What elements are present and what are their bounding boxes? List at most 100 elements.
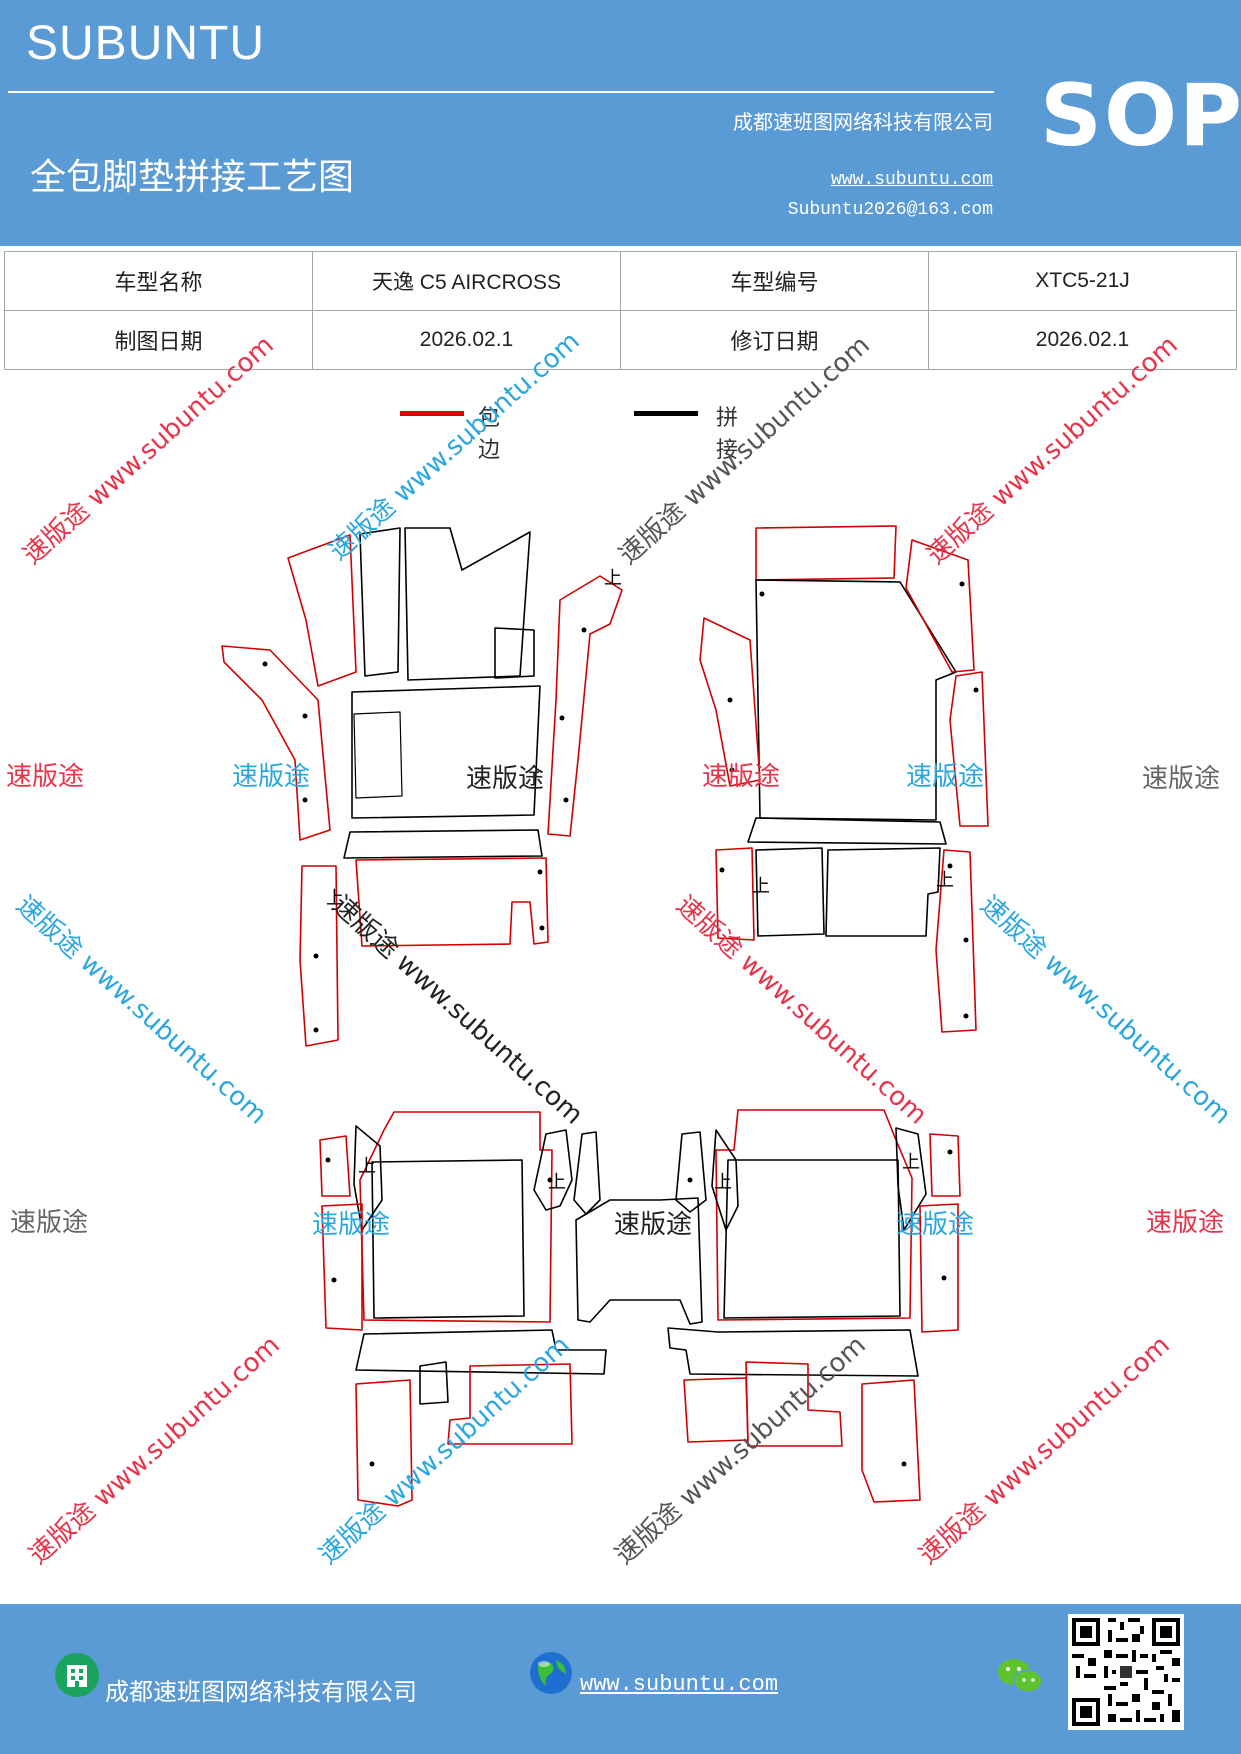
watermark-brand: 速版途	[1142, 764, 1221, 794]
mat-piece	[699, 617, 761, 787]
up-mark: 上	[604, 568, 622, 589]
up-mark: 上	[548, 1172, 566, 1193]
header-divider	[8, 91, 994, 93]
model-code-value: XTC5-21J	[928, 251, 1237, 311]
mat-piece	[353, 1125, 383, 1231]
model-name-label: 车型名称	[4, 251, 313, 311]
mat-piece	[919, 1203, 959, 1333]
mat-piece	[755, 847, 825, 937]
mat-piece	[319, 1135, 351, 1197]
mat-piece	[861, 1379, 921, 1503]
mat-piece	[287, 534, 357, 687]
watermark-brand: 速版途	[614, 1210, 693, 1240]
model-name-value: 天逸 C5 AIRCROSS	[312, 251, 621, 311]
mat-piece	[723, 1159, 901, 1319]
mat-piece	[353, 711, 403, 799]
up-marks: 上 上 上 上 上 上 上 上	[326, 568, 954, 1193]
draw-date-value: 2026.02.1	[312, 310, 621, 370]
seam-swatch	[634, 411, 698, 416]
mat-piece	[355, 1379, 413, 1507]
watermark-brand: 速版途	[312, 1210, 391, 1240]
website-link[interactable]: www.subuntu.com	[830, 170, 993, 190]
footer-website-link[interactable]: www.subuntu.com	[580, 1672, 779, 1697]
mat-piece	[675, 1131, 707, 1213]
mat-piece	[895, 1127, 927, 1231]
mat-piece	[667, 1327, 919, 1377]
mat-piece	[221, 645, 331, 841]
watermark-brand: 速版途	[906, 762, 985, 792]
up-mark: 上	[358, 1156, 376, 1177]
mat-piece	[573, 1131, 601, 1215]
hole-marks	[325, 1157, 553, 1467]
mat-piece	[949, 671, 989, 827]
mat-piece	[404, 527, 531, 681]
up-mark: 上	[752, 876, 770, 897]
mat-piece	[745, 1361, 843, 1447]
edge-swatch	[400, 411, 464, 416]
globe-icon	[530, 1652, 572, 1694]
email-address[interactable]: Subuntu2026@163.com	[787, 200, 993, 220]
mat-piece	[359, 1111, 553, 1323]
up-mark: 上	[902, 1152, 920, 1173]
mat-piece	[935, 849, 977, 1033]
draw-date-label: 制图日期	[4, 310, 313, 370]
mat-piece	[355, 1329, 607, 1375]
up-mark: 上	[714, 1172, 732, 1193]
mat-piece	[929, 1133, 961, 1197]
mat-piece	[355, 857, 549, 947]
mat-piece	[747, 817, 947, 845]
mat-piece	[533, 1129, 573, 1211]
qr-code[interactable]	[1068, 1614, 1184, 1730]
quadrant-rear-left	[319, 1111, 607, 1507]
center-tunnel-piece	[575, 1197, 703, 1325]
watermark-brand: 速版途	[6, 762, 85, 792]
seam-label: 拼接	[716, 406, 739, 463]
mat-piece	[825, 847, 941, 937]
hole-marks	[262, 627, 587, 1033]
up-mark: 上	[936, 870, 954, 891]
mat-piece	[299, 865, 339, 1047]
mat-piece	[905, 539, 975, 673]
table-row: 制图日期 2026.02.1 修订日期 2026.02.1	[4, 310, 1237, 370]
mat-piece	[755, 525, 897, 581]
mat-piece	[343, 829, 543, 859]
header-banner: SUBUNTU 全包脚垫拼接工艺图 成都速班图网络科技有限公司 www.subu…	[0, 0, 1241, 246]
up-mark: 上	[326, 888, 344, 909]
hole-marks	[719, 581, 979, 1019]
watermark-brand: 速版途	[232, 762, 311, 792]
quadrant-front-right	[699, 525, 989, 1033]
quadrant-front-left	[221, 527, 623, 1047]
revise-date-label: 修订日期	[620, 310, 929, 370]
vehicle-info-table: 车型名称 天逸 C5 AIRCROSS 车型编号 XTC5-21J 制图日期 2…	[4, 251, 1237, 370]
mat-piece	[547, 575, 623, 837]
mat-piece	[351, 685, 541, 819]
footer-banner: 成都速班图网络科技有限公司 www.subuntu.com	[0, 1604, 1241, 1754]
mat-piece	[715, 1109, 913, 1321]
mat-piece	[711, 1129, 739, 1231]
watermark-brand: 速版途	[1146, 1208, 1225, 1238]
sop-badge: SOP	[1040, 66, 1241, 166]
building-icon	[55, 1653, 99, 1697]
hole-marks	[687, 1149, 953, 1467]
mat-piece	[321, 1203, 363, 1331]
mat-piece	[715, 847, 755, 941]
edge-label: 包边	[478, 406, 501, 463]
mat-piece	[494, 627, 535, 679]
mat-piece	[371, 1159, 525, 1319]
company-name: 成都速班图网络科技有限公司	[733, 110, 993, 134]
model-code-label: 车型编号	[620, 251, 929, 311]
footer-company-name: 成都速班图网络科技有限公司	[105, 1678, 417, 1706]
document-title: 全包脚垫拼接工艺图	[30, 157, 355, 198]
mat-piece	[575, 1197, 703, 1325]
watermark-brand: 速版途	[10, 1208, 89, 1238]
mat-piece	[419, 1361, 449, 1405]
revise-date-value: 2026.02.1	[928, 310, 1237, 370]
table-row: 车型名称 天逸 C5 AIRCROSS 车型编号 XTC5-21J	[4, 251, 1237, 311]
watermark-brand: 速版途	[466, 764, 545, 794]
brand-name: SUBUNTU	[26, 17, 266, 70]
mat-piece	[447, 1363, 573, 1445]
watermark-brand: 速版途	[896, 1210, 975, 1240]
mat-piece	[359, 527, 401, 677]
watermark-brand: 速版途	[702, 762, 781, 792]
